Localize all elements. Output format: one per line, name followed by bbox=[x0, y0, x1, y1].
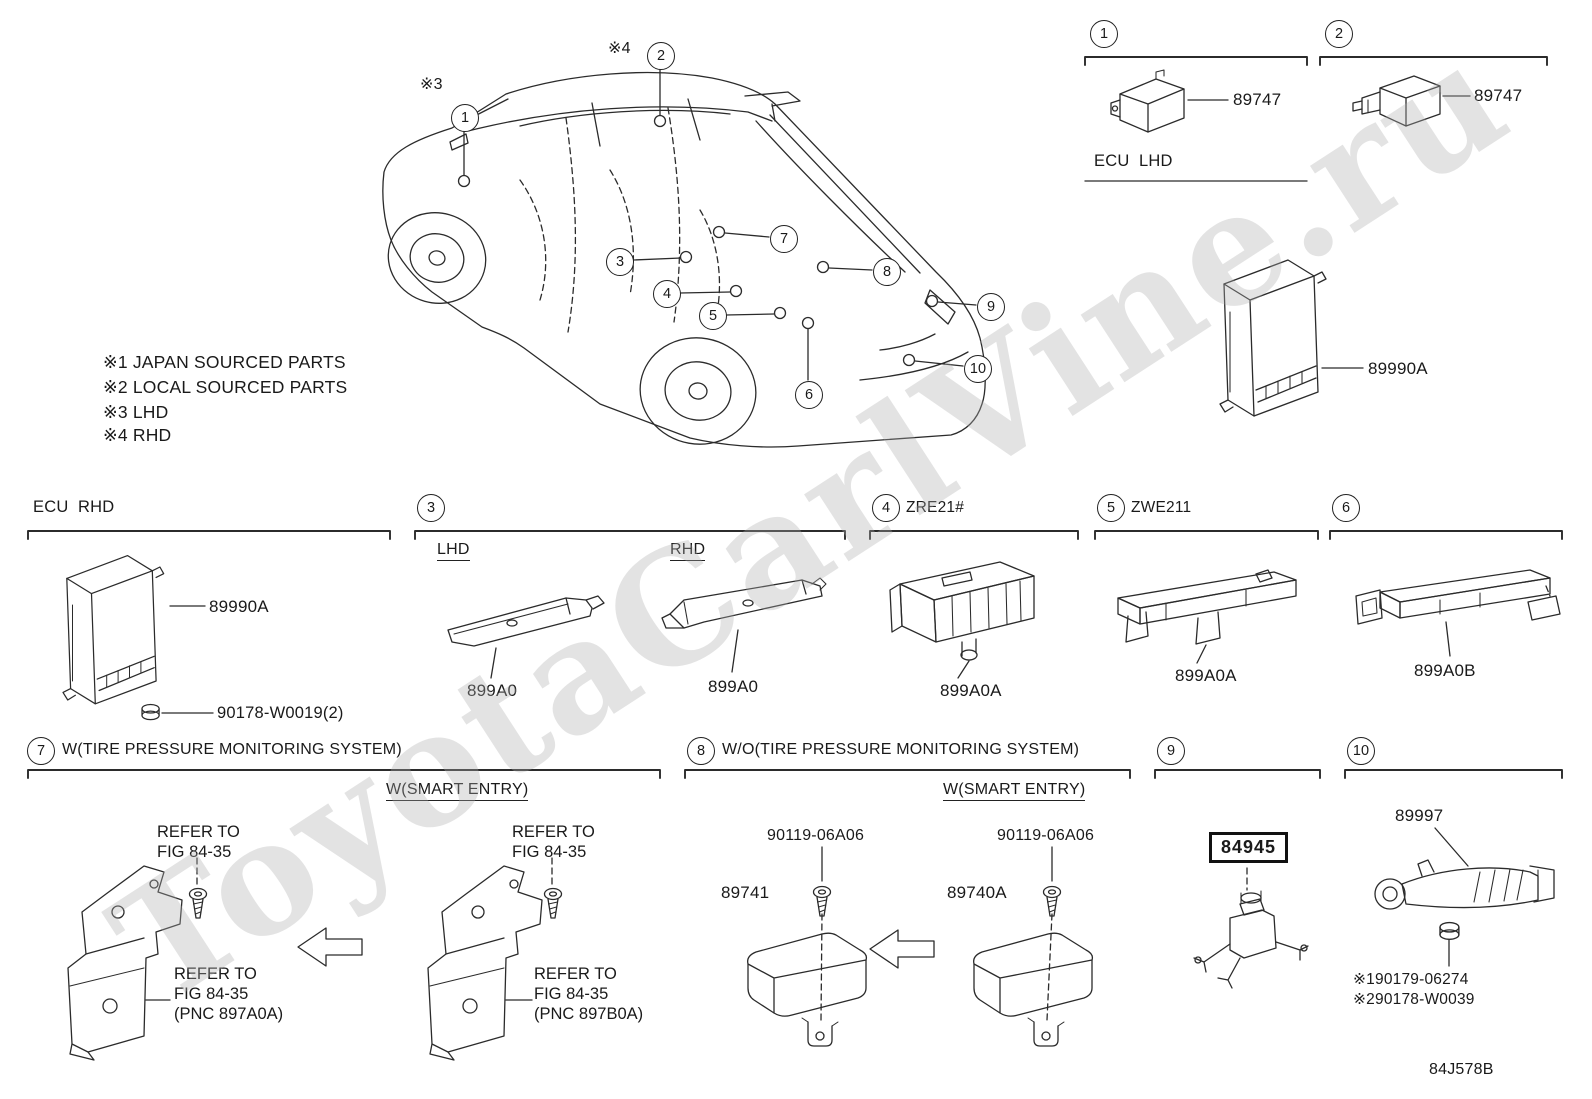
caption-ecu-rhd: ECU RHD bbox=[33, 498, 115, 516]
car-callout-leaders bbox=[457, 68, 977, 381]
refer-note-bottom-right: REFER TO FIG 84-35 (PNC 897B0A) bbox=[534, 965, 644, 1023]
figure-code: 84J578B bbox=[1429, 1061, 1494, 1078]
screw-drawing-2 bbox=[543, 887, 563, 919]
part-number-899a0-lhd: 899A0 bbox=[467, 681, 518, 700]
callout-10[interactable]: 10 bbox=[964, 355, 992, 383]
ecu-drawing-rhd bbox=[62, 554, 165, 705]
part-number-89997: 89997 bbox=[1395, 806, 1444, 825]
part-number-89741: 89741 bbox=[721, 883, 770, 902]
fastener-nut-drawing bbox=[141, 703, 160, 721]
label-leader-lines bbox=[145, 95, 1471, 1021]
section7-smart-entry: W(SMART ENTRY) bbox=[386, 781, 529, 802]
part-drawing-899a0a-zre bbox=[889, 561, 1035, 661]
section-callout-4[interactable]: 4 bbox=[872, 494, 900, 522]
section7-title: W(TIRE PRESSURE MONITORING SYSTEM) bbox=[62, 741, 402, 758]
detail-callout-1[interactable]: 1 bbox=[1090, 20, 1118, 48]
part-drawing-899a0b bbox=[1355, 569, 1561, 625]
arrow-left-sec7 bbox=[297, 927, 363, 967]
callout-4[interactable]: 4 bbox=[653, 280, 681, 308]
car-ref-note-3: ※3 bbox=[420, 76, 443, 93]
part-number-90119-left: 90119-06A06 bbox=[767, 827, 865, 844]
part-number-89990a-lhd: 89990A bbox=[1368, 359, 1428, 378]
model-code-zwe211: ZWE211 bbox=[1131, 499, 1192, 516]
detail-callout-2[interactable]: 2 bbox=[1325, 20, 1353, 48]
part-number-89740a: 89740A bbox=[947, 883, 1007, 902]
part-number-89747-2: 89747 bbox=[1474, 86, 1523, 105]
part-number-89747-1: 89747 bbox=[1233, 90, 1282, 109]
part-drawing-89997 bbox=[1374, 859, 1555, 910]
receiver-drawing-89740a bbox=[973, 932, 1094, 1047]
section-callout-3[interactable]: 3 bbox=[417, 494, 445, 522]
refer-note-top-left: REFER TO FIG 84-35 bbox=[157, 823, 240, 861]
section-brackets bbox=[27, 56, 1563, 779]
car-ref-note-4: ※4 bbox=[608, 40, 631, 57]
screw-drawing-4 bbox=[1042, 885, 1062, 917]
label-rhd: RHD bbox=[670, 541, 706, 562]
part-drawing-89747-2 bbox=[1352, 75, 1441, 127]
ref-part-90178-w0039: ※290178-W0039 bbox=[1353, 991, 1475, 1008]
section-callout-7[interactable]: 7 bbox=[27, 737, 55, 765]
caption-ecu-lhd: ECU LHD bbox=[1094, 152, 1173, 170]
callout-5[interactable]: 5 bbox=[699, 302, 727, 330]
refer-note-top-right: REFER TO FIG 84-35 bbox=[512, 823, 595, 861]
part-number-899a0a-zre: 899A0A bbox=[940, 681, 1002, 700]
section8-title: W/O(TIRE PRESSURE MONITORING SYSTEM) bbox=[722, 741, 1080, 758]
callout-7[interactable]: 7 bbox=[770, 225, 798, 253]
part-drawing-899a0a-zwe bbox=[1117, 569, 1297, 645]
note-japan-sourced: ※1 JAPAN SOURCED PARTS bbox=[103, 352, 346, 372]
part-number-89990a-rhd: 89990A bbox=[209, 597, 269, 616]
part-number-90119-right: 90119-06A06 bbox=[997, 827, 1095, 844]
section-callout-6[interactable]: 6 bbox=[1332, 494, 1360, 522]
note-local-sourced: ※2 LOCAL SOURCED PARTS bbox=[103, 377, 348, 397]
callout-6[interactable]: 6 bbox=[795, 381, 823, 409]
part-drawing-899a0-rhd bbox=[661, 577, 827, 629]
section8-smart-entry: W(SMART ENTRY) bbox=[943, 781, 1086, 802]
section-callout-8[interactable]: 8 bbox=[687, 737, 715, 765]
section-callout-9[interactable]: 9 bbox=[1157, 737, 1185, 765]
note-rhd: ※4 RHD bbox=[103, 425, 172, 445]
part-drawing-899a0-lhd bbox=[447, 595, 605, 647]
callout-1[interactable]: 1 bbox=[451, 104, 479, 132]
car-illustration bbox=[382, 71, 986, 448]
refer-note-bottom-left: REFER TO FIG 84-35 (PNC 897A0A) bbox=[174, 965, 284, 1023]
callout-8[interactable]: 8 bbox=[873, 258, 901, 286]
section-callout-10[interactable]: 10 bbox=[1347, 737, 1375, 765]
screw-drawing-1 bbox=[188, 887, 208, 919]
note-lhd: ※3 LHD bbox=[103, 402, 169, 422]
receiver-drawing-89741 bbox=[747, 932, 868, 1047]
part-drawing-89747-1 bbox=[1110, 69, 1185, 133]
callout-9[interactable]: 9 bbox=[977, 293, 1005, 321]
part-drawing-84945 bbox=[1193, 890, 1309, 989]
callout-3[interactable]: 3 bbox=[606, 248, 634, 276]
section-callout-5[interactable]: 5 bbox=[1097, 494, 1125, 522]
bracket-drawing-left bbox=[67, 865, 183, 1061]
screw-drawing-3 bbox=[812, 885, 832, 917]
label-lhd: LHD bbox=[437, 541, 470, 562]
nut-drawing-sec10 bbox=[1439, 921, 1460, 941]
bracket-drawing-right bbox=[427, 865, 543, 1061]
arrow-left-sec8 bbox=[869, 929, 935, 969]
part-number-90178-w0019: 90178-W0019(2) bbox=[217, 704, 344, 722]
ref-part-90179-06274: ※190179-06274 bbox=[1353, 971, 1469, 988]
part-number-899a0b: 899A0B bbox=[1414, 661, 1476, 680]
callout-2[interactable]: 2 bbox=[647, 42, 675, 70]
ecu-drawing-lhd bbox=[1219, 259, 1327, 417]
model-code-zre21: ZRE21# bbox=[906, 499, 965, 516]
part-number-899a0-rhd: 899A0 bbox=[708, 677, 759, 696]
part-number-899a0a-zwe: 899A0A bbox=[1175, 666, 1237, 685]
highlighted-part-number-84945[interactable]: 84945 bbox=[1209, 832, 1289, 863]
